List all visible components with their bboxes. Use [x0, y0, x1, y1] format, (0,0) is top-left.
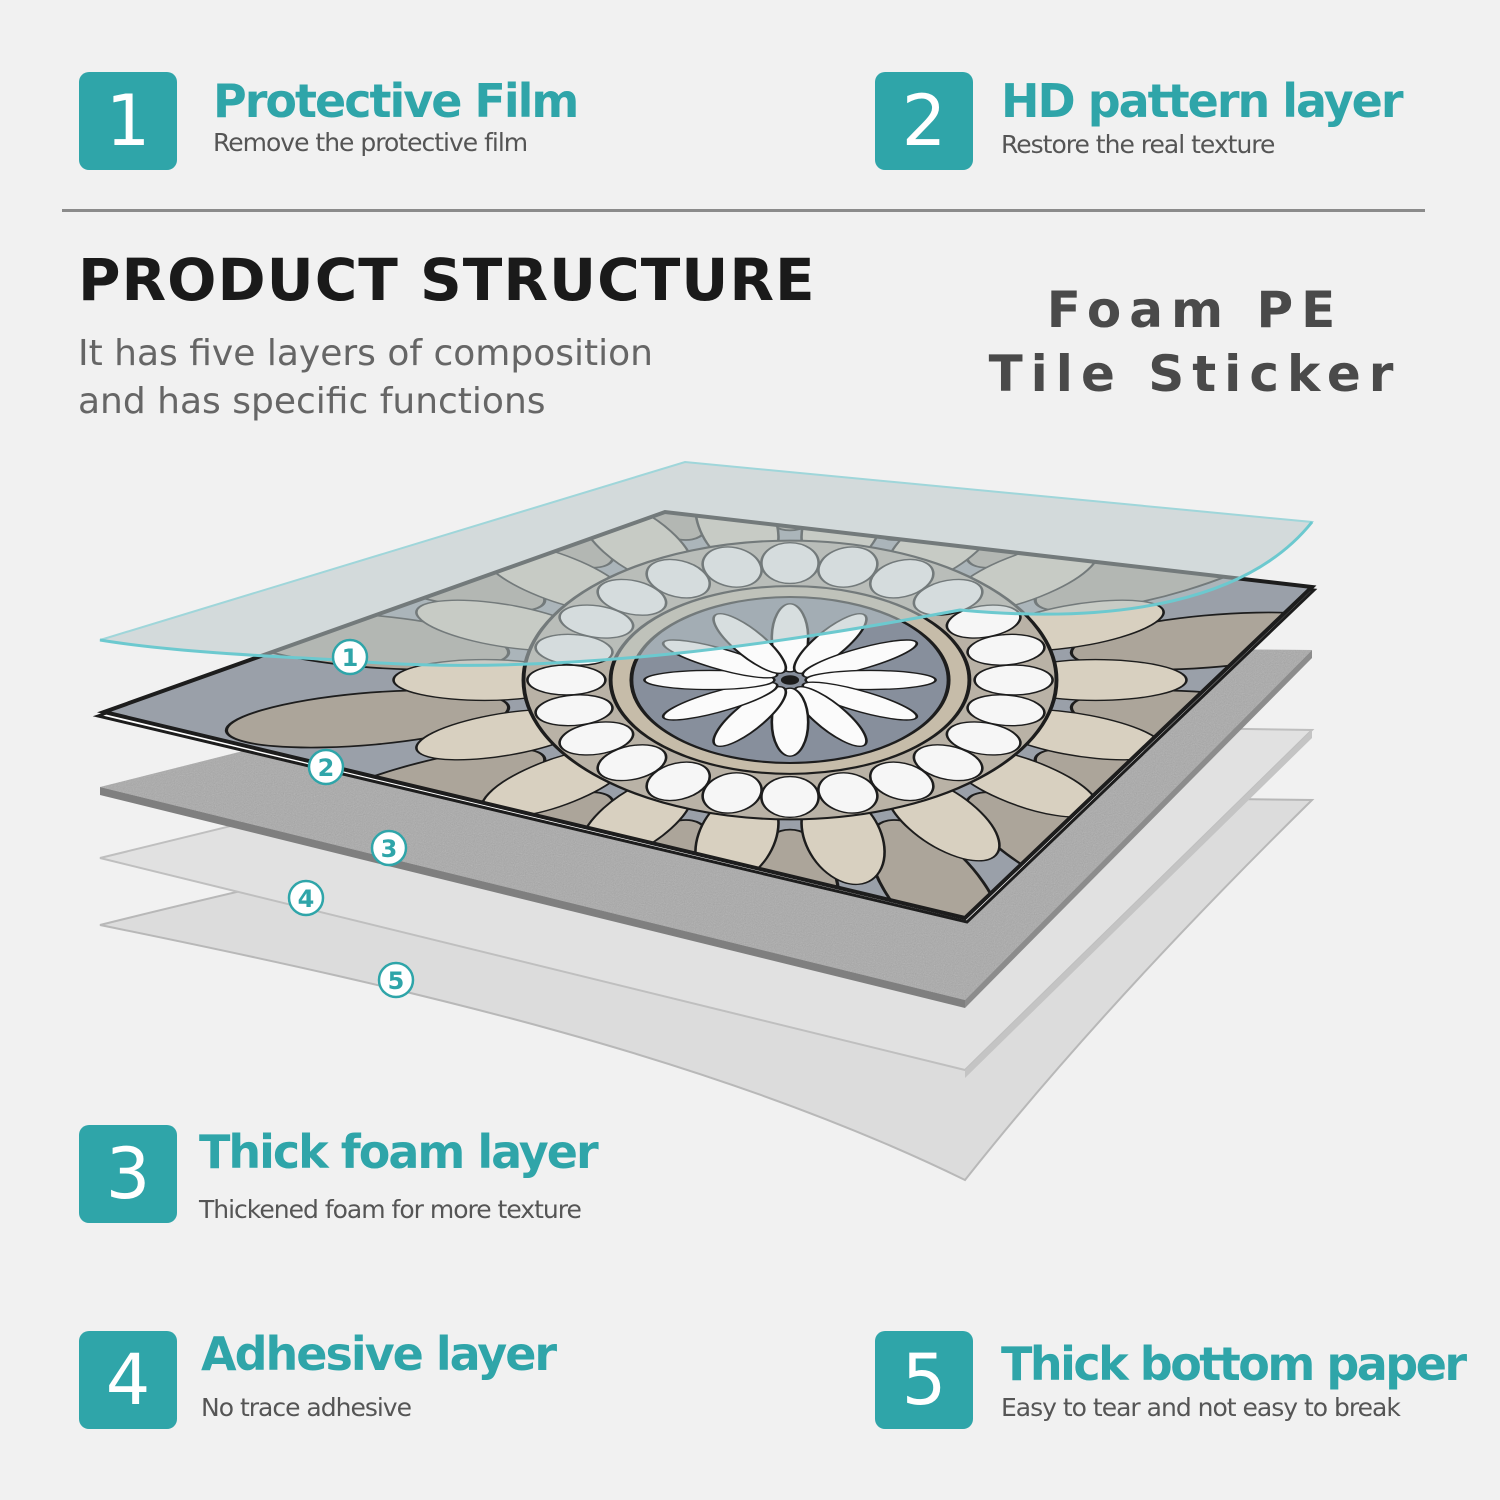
feature-description: Restore the real texture [1001, 130, 1275, 159]
feature-title: Adhesive layer [201, 1327, 557, 1381]
feature-title: Thick foam layer [199, 1125, 599, 1179]
feature-thick-bottom-paper: 5 Thick bottom paper Easy to tear and no… [875, 1331, 1475, 1431]
feature-adhesive-layer: 4 Adhesive layer No trace adhesive [79, 1327, 679, 1431]
svg-text:5: 5 [388, 967, 405, 995]
svg-text:3: 3 [381, 835, 398, 863]
layer-marker-2: 2 [307, 748, 345, 786]
layer-marker-3: 3 [370, 829, 408, 867]
page-subtitle: It has five layers of composition and ha… [78, 330, 718, 426]
feature-number-badge: 2 [875, 72, 973, 170]
feature-thick-foam-layer: 3 Thick foam layer Thickened foam for mo… [79, 1125, 699, 1225]
feature-title: HD pattern layer [1001, 74, 1404, 128]
feature-description: Easy to tear and not easy to break [1001, 1393, 1401, 1422]
feature-hd-pattern-layer: 2 HD pattern layer Restore the real text… [875, 72, 1455, 172]
layer-structure-illustration: 1 2 3 4 5 [92, 460, 1318, 1182]
layer-marker-5: 5 [377, 961, 415, 999]
feature-title: Protective Film [213, 74, 579, 128]
svg-text:2: 2 [318, 754, 335, 782]
subtitle-line-1: It has five layers of composition [78, 333, 653, 374]
feature-description: Thickened foam for more texture [199, 1195, 582, 1224]
product-name-line-1: Foam PE [1046, 281, 1344, 339]
product-name: Foam PE Tile Sticker [985, 278, 1405, 406]
svg-text:1: 1 [342, 644, 359, 672]
feature-number-badge: 3 [79, 1125, 177, 1223]
feature-number-badge: 4 [79, 1331, 177, 1429]
page-title: PRODUCT STRUCTURE [78, 246, 816, 314]
feature-number-badge: 5 [875, 1331, 973, 1429]
protective-film-layer [99, 460, 1314, 667]
layer-marker-1: 1 [331, 638, 369, 676]
layer-marker-4: 4 [287, 879, 325, 917]
feature-description: Remove the protective film [213, 128, 528, 157]
feature-number-badge: 1 [79, 72, 177, 170]
feature-description: No trace adhesive [201, 1393, 412, 1422]
svg-text:4: 4 [298, 885, 315, 913]
product-name-line-2: Tile Sticker [988, 345, 1402, 403]
feature-title: Thick bottom paper [1001, 1337, 1467, 1391]
feature-protective-film: 1 Protective Film Remove the protective … [79, 72, 679, 172]
section-divider [62, 209, 1425, 212]
subtitle-line-2: and has specific functions [78, 381, 546, 422]
